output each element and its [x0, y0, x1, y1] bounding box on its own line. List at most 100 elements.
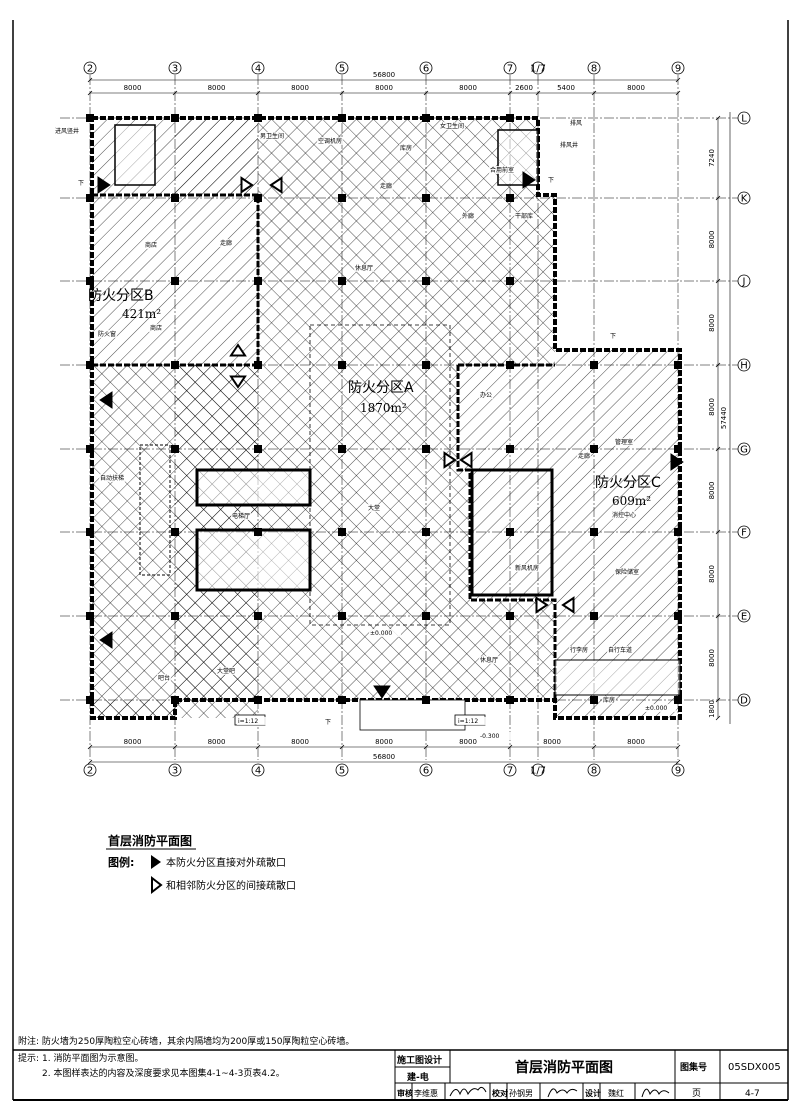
- column: [422, 361, 430, 369]
- dimension-label: 8000: [124, 84, 142, 92]
- axis-bubble: [737, 693, 751, 707]
- axis-label: 5: [339, 766, 345, 777]
- axis-label: 2: [87, 766, 93, 777]
- room-label: 大堂: [368, 504, 380, 512]
- axis-bubble: [531, 763, 545, 777]
- room-label: 保险储室: [615, 568, 639, 576]
- dimension-label: 8000: [708, 649, 716, 667]
- room-label: 新风机房: [515, 564, 539, 572]
- column: [338, 277, 346, 285]
- column: [254, 696, 262, 704]
- column: [590, 612, 598, 620]
- legend-item-2: 和相邻防火分区的间接疏散口: [166, 879, 296, 892]
- room-label: 排风井: [560, 141, 578, 149]
- axis-bubble: [587, 61, 601, 75]
- zone-b-area: 421m²: [122, 307, 161, 321]
- room-label: 库房: [603, 696, 615, 704]
- sheet-title: 首层消防平面图: [515, 1059, 613, 1076]
- room-label: 男卫生间: [260, 132, 284, 140]
- indirect-exit-icon: [443, 451, 457, 469]
- axis-label: 2: [87, 64, 93, 75]
- check-label: 校对: [492, 1088, 508, 1098]
- axis-bubble: [671, 61, 685, 75]
- room-label: 女卫生间: [440, 122, 464, 130]
- dimension-label: 56800: [373, 753, 395, 761]
- column: [422, 194, 430, 202]
- column: [422, 114, 430, 122]
- direct-exit-icon: [97, 176, 111, 194]
- column: [86, 277, 94, 285]
- exit-symbols: [97, 171, 684, 699]
- room-label: 库房: [400, 144, 412, 152]
- column: [338, 361, 346, 369]
- room-label: 休息厅: [355, 264, 373, 272]
- column: [171, 528, 179, 536]
- axis-label: F: [741, 528, 747, 539]
- axis-bubble: [737, 191, 751, 205]
- indirect-exit-icon: [229, 343, 247, 357]
- room-label: 办公: [480, 391, 492, 399]
- axis-bubble: [503, 61, 517, 75]
- level-annotation: 下: [78, 180, 84, 187]
- axis-bubble: [83, 61, 97, 75]
- zone-a-area: 1870m²: [360, 401, 407, 415]
- column: [422, 612, 430, 620]
- column: [506, 696, 514, 704]
- axis-label: J: [742, 277, 746, 288]
- axis-bubble: [335, 763, 349, 777]
- column: [590, 696, 598, 704]
- column: [506, 114, 514, 122]
- room-label: 进风竖井: [55, 127, 79, 135]
- indirect-exit-icon: [240, 176, 254, 194]
- direct-exit-icon: [522, 171, 536, 189]
- column: [171, 114, 179, 122]
- column: [590, 528, 598, 536]
- axis-label: 7: [507, 766, 513, 777]
- column: [171, 445, 179, 453]
- column: [86, 361, 94, 369]
- room-label: 防火窗: [98, 330, 116, 338]
- axis-label: 9: [675, 766, 681, 777]
- axis-label: 3: [172, 64, 178, 75]
- column: [338, 445, 346, 453]
- room-label: 行李房: [570, 646, 588, 654]
- reviewer-name: 李维惠: [414, 1088, 438, 1098]
- dimension-label: 7240: [708, 149, 716, 167]
- column: [674, 612, 682, 620]
- design-label: 设计: [585, 1088, 601, 1098]
- column: [674, 445, 682, 453]
- axis-bubble: [83, 763, 97, 777]
- column: [254, 277, 262, 285]
- room-label: 管理室: [615, 438, 633, 446]
- axis-label: 3: [172, 766, 178, 777]
- axis-label: 8: [591, 64, 597, 75]
- axis-label: 8: [591, 766, 597, 777]
- room-label: 自动扶梯: [100, 474, 124, 482]
- axis-label: D: [740, 696, 748, 707]
- dimension-label: 8000: [375, 84, 393, 92]
- axis-bubble: [419, 763, 433, 777]
- column: [171, 361, 179, 369]
- axis-label: 9: [675, 64, 681, 75]
- column: [338, 114, 346, 122]
- column: [590, 445, 598, 453]
- column: [254, 114, 262, 122]
- level-annotation: 下: [610, 333, 616, 340]
- room-label: 电梯厅: [232, 512, 250, 520]
- indirect-exit-icon: [229, 375, 247, 389]
- dimension-label: 8000: [708, 398, 716, 416]
- axis-bubble: [671, 763, 685, 777]
- dimension-label: 8000: [208, 84, 226, 92]
- column: [171, 612, 179, 620]
- room-label: 合用前室: [490, 166, 514, 174]
- drawing-title: 首层消防平面图: [108, 833, 192, 848]
- zone-b-name: 防火分区B: [88, 288, 154, 304]
- direct-exit-icon: [99, 631, 113, 649]
- room-label: 商店: [145, 241, 157, 249]
- column: [86, 194, 94, 202]
- column: [254, 194, 262, 202]
- room-labels: 进风竖井排风井空调机房库房走廊合用前室外廊干部库休息厅商店走廊商店防火窗自动扶梯…: [54, 119, 676, 740]
- room-label: 吧台: [158, 674, 170, 682]
- level-annotation: ±0.000: [370, 630, 392, 637]
- dimension-label: 8000: [208, 738, 226, 746]
